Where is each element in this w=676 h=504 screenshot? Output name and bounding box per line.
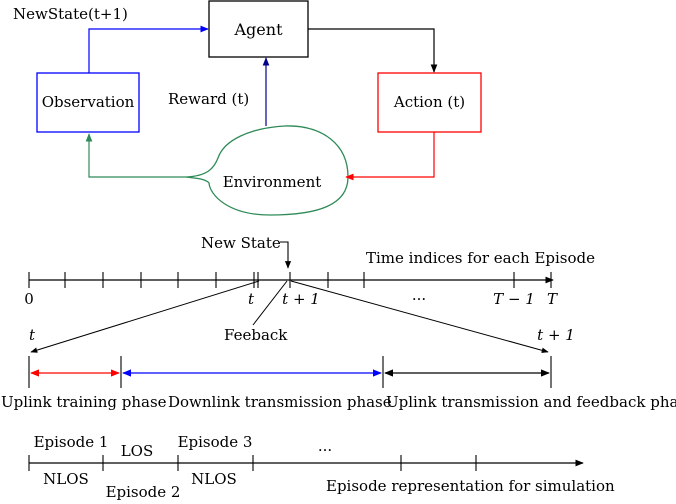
phase-uplink-feedback-label: Uplink transmission and feedback phase (386, 393, 676, 411)
environment-shape (185, 125, 349, 216)
zoom-left-label: t (29, 326, 36, 344)
environment-to-observation-arrow (85, 133, 186, 178)
new-state-label: NewState(t+1) (13, 5, 128, 23)
nlos-1-label: NLOS (43, 470, 89, 488)
tick-label-T: T (547, 290, 558, 308)
new-state-pointer-arrow (280, 241, 292, 269)
zoom-right-arrow (290, 280, 549, 354)
tick-label-t: t (248, 290, 255, 308)
zoom-right-label: t + 1 (537, 326, 575, 344)
agent-label: Agent (234, 20, 284, 39)
feedback-pointer-line (252, 280, 288, 326)
episode-caption: Episode representation for simulation (326, 477, 615, 495)
feedback-label: Feeback (224, 326, 288, 344)
observation-to-agent-arrow (88, 25, 209, 73)
episode-2-label: Episode 2 (106, 483, 181, 501)
action-box (377, 72, 482, 133)
agent-box (208, 0, 309, 58)
action-label: Action (t) (393, 93, 465, 111)
zoom-left-arrow (30, 280, 260, 353)
episodes: Episode 1 LOS Episode 3 ··· NLOS Episode… (28, 433, 615, 501)
episode-ellipsis: ··· (318, 441, 332, 459)
new-state-pointer-label: New State (201, 234, 281, 252)
observation-box (36, 72, 140, 133)
timeline-ellipsis: ··· (412, 290, 426, 308)
rl-loop: Agent Observation Action (t) Environment… (13, 0, 482, 216)
action-to-environment-arrow (345, 132, 435, 181)
nlos-3-label: NLOS (191, 470, 237, 488)
phase-uplink-training-label: Uplink training phase (1, 393, 167, 411)
episode-3-label: Episode 3 (178, 433, 253, 451)
timeline-title: Time indices for each Episode (366, 249, 595, 267)
los-label: LOS (121, 442, 154, 460)
environment-label: Environment (223, 173, 322, 191)
tick-label-T-minus-1: T − 1 (493, 290, 535, 308)
tick-label-0: 0 (24, 290, 34, 308)
timeline-ticks (28, 272, 552, 288)
tick-label-t-plus-1: t + 1 (282, 290, 320, 308)
reward-label: Reward (t) (168, 90, 249, 108)
observation-label: Observation (42, 93, 135, 111)
agent-to-action-arrow (308, 28, 438, 73)
phase-downlink-label: Downlink transmission phase (168, 393, 392, 411)
episode-1-label: Episode 1 (34, 433, 109, 451)
slot-zoom: t t + 1 Feeback Uplink training phase Do… (1, 280, 676, 411)
timeline: 0 t t + 1 ··· T − 1 T Time indices for e… (24, 234, 595, 308)
